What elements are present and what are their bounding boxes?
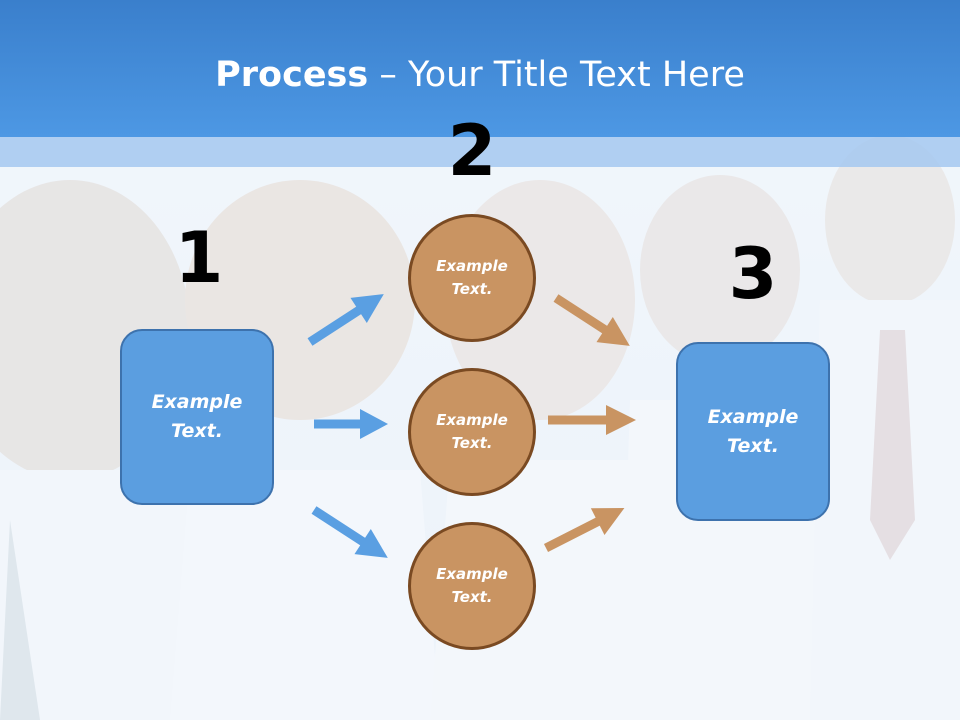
- step-number-2: 2: [447, 110, 497, 192]
- node-circle-top-label: Example Text.: [436, 257, 508, 298]
- title-rest: – Your Title Text Here: [368, 55, 745, 95]
- arrow-1-to-top: [307, 294, 384, 346]
- header-bar: [0, 0, 960, 137]
- arrow-1-to-middle: [314, 409, 388, 439]
- node-circle-middle-label: Example Text.: [436, 411, 508, 452]
- step-number-3: 3: [728, 233, 778, 315]
- node-circle-bottom-label: Example Text.: [436, 565, 508, 606]
- node-circle-middle: Example Text.: [408, 368, 536, 496]
- step-number-1: 1: [174, 217, 224, 299]
- arrow-bottom-to-3: [543, 508, 625, 553]
- slide-title: Process – Your Title Text Here: [0, 52, 960, 98]
- node-circle-bottom: Example Text.: [408, 522, 536, 650]
- arrow-1-to-bottom: [311, 506, 388, 558]
- arrow-top-to-3: [553, 294, 630, 346]
- step-box-1: Example Text.: [120, 329, 274, 505]
- header-band: [0, 137, 960, 167]
- arrow-middle-to-3: [548, 405, 636, 435]
- step-box-3-label: Example Text.: [707, 405, 799, 457]
- step-box-3: Example Text.: [676, 342, 830, 521]
- node-circle-top: Example Text.: [408, 214, 536, 342]
- title-bold: Process: [215, 55, 369, 95]
- step-box-1-label: Example Text.: [151, 391, 243, 442]
